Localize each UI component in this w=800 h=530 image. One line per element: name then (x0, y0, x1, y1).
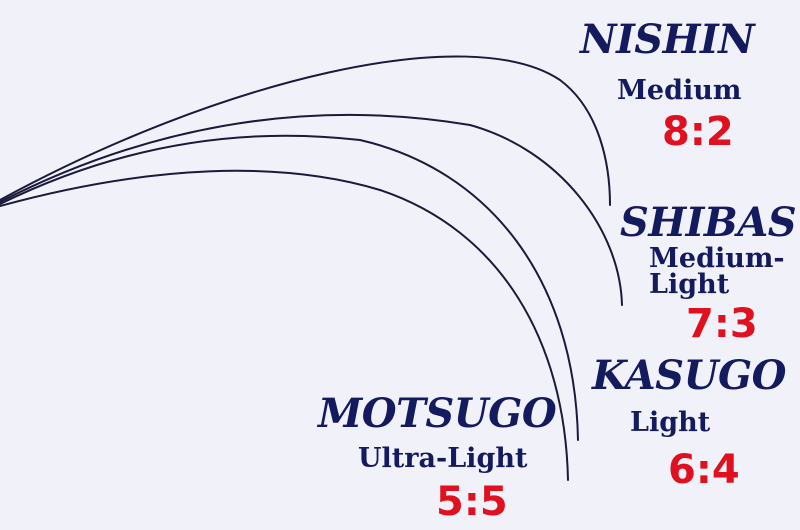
rod-ratio-kasugo: 6:4 (668, 447, 740, 493)
rod-curve-shibasu (0, 113, 623, 306)
rod-power-motsugo: Ultra-Light (358, 443, 528, 474)
rod-curve-nishin (0, 55, 611, 206)
rod-power-nishin: Medium (617, 75, 742, 106)
rod-name-shibasu: SHIBASU (620, 199, 800, 246)
rod-name-kasugo: KASUGO (592, 352, 786, 399)
rod-ratio-shibasu: 7:3 (686, 301, 758, 347)
rod-name-nishin: NISHIN (580, 16, 755, 63)
rod-ratio-nishin: 8:2 (662, 109, 734, 155)
rod-power-shibasu: Medium- Light (649, 243, 785, 300)
rod-curve-kasugo (0, 134, 579, 441)
rod-power-kasugo: Light (630, 407, 711, 438)
rod-name-motsugo: MOTSUGO (318, 390, 557, 437)
rod-ratio-motsugo: 5:5 (436, 479, 508, 525)
rod-curve-motsugo (0, 169, 569, 481)
